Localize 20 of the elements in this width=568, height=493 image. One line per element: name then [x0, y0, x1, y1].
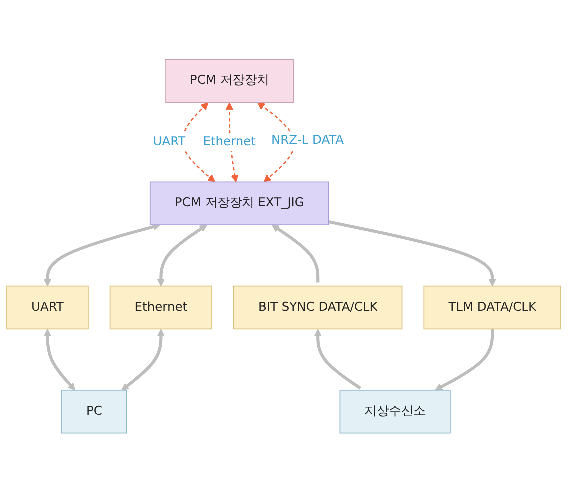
- edge-label: UART: [153, 134, 186, 149]
- node-box: PC: [62, 390, 128, 434]
- arrow: [272, 224, 320, 283]
- arrow: [435, 329, 494, 391]
- node-box: PCM 저장장치 EXT_JIG: [150, 182, 330, 226]
- node-box: PCM 저장장치: [165, 59, 294, 104]
- arrow: [122, 329, 166, 391]
- arrow: [258, 102, 296, 183]
- node-box: Ethernet: [110, 286, 212, 330]
- arrow: [314, 329, 362, 390]
- arrow: [157, 224, 208, 287]
- node-box: 지상수신소: [340, 390, 451, 434]
- node-box: UART: [6, 286, 89, 330]
- edge-label: NRZ-L DATA: [272, 133, 344, 148]
- arrow: [44, 223, 161, 287]
- arrow: [328, 220, 496, 287]
- node-box: TLM DATA/CLK: [424, 286, 562, 330]
- node-box: BIT SYNC DATA/CLK: [234, 286, 403, 330]
- arrow: [44, 329, 76, 391]
- edge-label: Ethernet: [203, 134, 256, 149]
